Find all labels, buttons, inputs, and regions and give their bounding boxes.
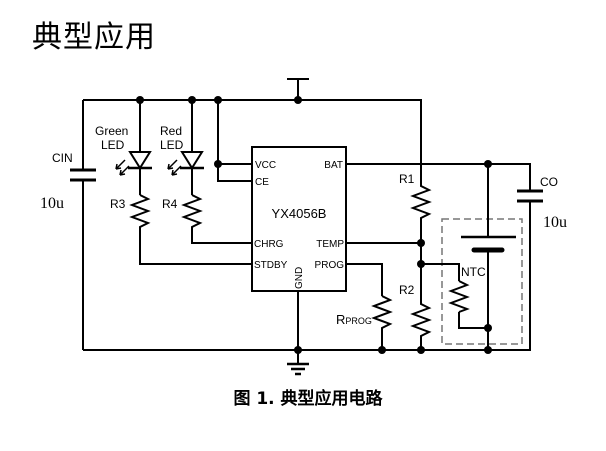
red-led-label-line1: Red <box>160 124 182 138</box>
bat-wire <box>346 163 531 191</box>
green-led-label-line2: LED <box>101 138 125 152</box>
r2-resistor-symbol <box>410 264 432 350</box>
pin-vcc-label: VCC <box>255 160 276 171</box>
red-led-wire <box>191 100 252 244</box>
cin-value: 10u <box>40 195 64 212</box>
vcc-ce-wire <box>217 100 252 182</box>
ic-chip-name: YX4056B <box>272 206 327 221</box>
cin-capacitor-symbol <box>70 168 96 182</box>
pin-prog-label: PROG <box>315 260 345 271</box>
ntc-wire <box>421 263 488 329</box>
ntc-resistor-symbol <box>448 280 470 313</box>
prog-wire <box>346 263 383 350</box>
rprog-label-main: R <box>336 312 345 327</box>
ground-symbol <box>287 362 309 376</box>
r4-label: R4 <box>162 197 178 211</box>
ntc-label: NTC <box>461 265 486 279</box>
battery-pack-outline <box>441 218 523 345</box>
red-led-symbol <box>167 151 204 176</box>
pin-bat-label: BAT <box>324 160 343 171</box>
pin-gnd-label: GND <box>294 267 305 289</box>
figure-caption: 图 1. 典型应用电路 <box>233 389 383 409</box>
green-led-symbol <box>115 151 152 176</box>
junction-dot <box>294 346 302 354</box>
junction-dot <box>294 96 302 104</box>
junction-dot <box>417 239 425 247</box>
r2-label: R2 <box>399 283 415 297</box>
co-label: CO <box>540 175 558 189</box>
green-led-label-line1: Green <box>95 124 128 138</box>
r3-label: R3 <box>110 197 126 211</box>
green-led-wire <box>139 100 252 265</box>
rprog-label: RPROG <box>336 312 372 327</box>
pin-temp-label: TEMP <box>316 239 344 250</box>
page-title: 典型应用 <box>32 20 156 55</box>
battery-symbol <box>461 235 516 253</box>
r3-resistor-symbol <box>129 194 151 230</box>
ic-chip-body <box>251 146 347 292</box>
cin-label: CIN <box>52 151 73 165</box>
junction-dot <box>484 324 492 332</box>
junction-dot <box>214 160 222 168</box>
rprog-label-sub: PROG <box>345 316 372 326</box>
r1-label: R1 <box>399 172 415 186</box>
rprog-resistor-symbol <box>371 295 393 330</box>
co-value: 10u <box>543 214 567 231</box>
bottom-rail-wire <box>83 201 531 351</box>
pin-stdby-label: STDBY <box>254 260 288 271</box>
pin-chrg-label: CHRG <box>254 239 284 250</box>
r1-resistor-symbol <box>410 164 432 264</box>
co-capacitor-symbol <box>517 189 543 203</box>
pin-ce-label: CE <box>255 177 269 188</box>
red-led-label-line2: LED <box>160 138 184 152</box>
r4-resistor-symbol <box>181 194 203 230</box>
